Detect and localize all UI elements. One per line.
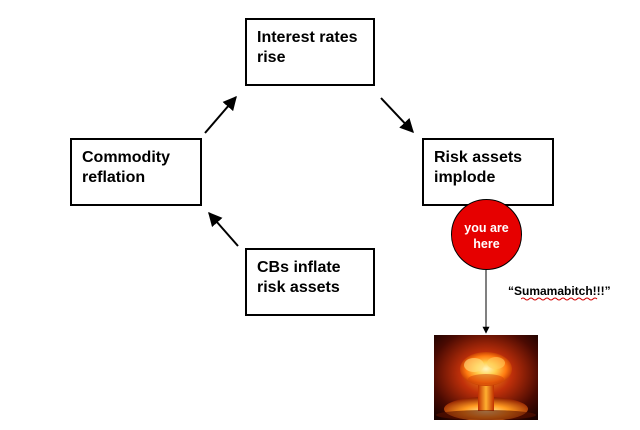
box-label-line1: Interest rates <box>257 29 358 46</box>
box-label-line2: implode <box>434 169 496 186</box>
box-commodity-reflation: Commodity reflation <box>70 138 202 206</box>
box-label-line2: reflation <box>82 169 146 186</box>
box-label-line1: CBs inflate <box>257 259 341 276</box>
arrow-bottom-to-left <box>208 211 239 247</box>
marker-line2: here <box>473 237 500 251</box>
box-label-line2: rise <box>257 49 286 66</box>
box-label-line1: Commodity <box>82 149 170 166</box>
spellcheck-underline <box>521 297 598 301</box>
marker-line1: you are <box>464 221 509 235</box>
arrow-top-to-right <box>380 97 414 134</box>
nuclear-explosion-icon <box>434 335 538 420</box>
box-interest-rates-rise: Interest rates rise <box>245 18 375 86</box>
box-cbs-inflate-risk-assets: CBs inflate risk assets <box>245 248 375 316</box>
box-label-line1: Risk assets <box>434 149 523 166</box>
arrow-left-to-top <box>204 95 237 134</box>
box-label-line2: risk assets <box>257 279 340 296</box>
box-risk-assets-implode: Risk assets implode <box>422 138 554 206</box>
you-are-here-marker: you are here <box>451 199 522 270</box>
quote-text: “Sumamabitch!!!” <box>508 284 611 298</box>
nuclear-explosion-image <box>434 335 538 420</box>
